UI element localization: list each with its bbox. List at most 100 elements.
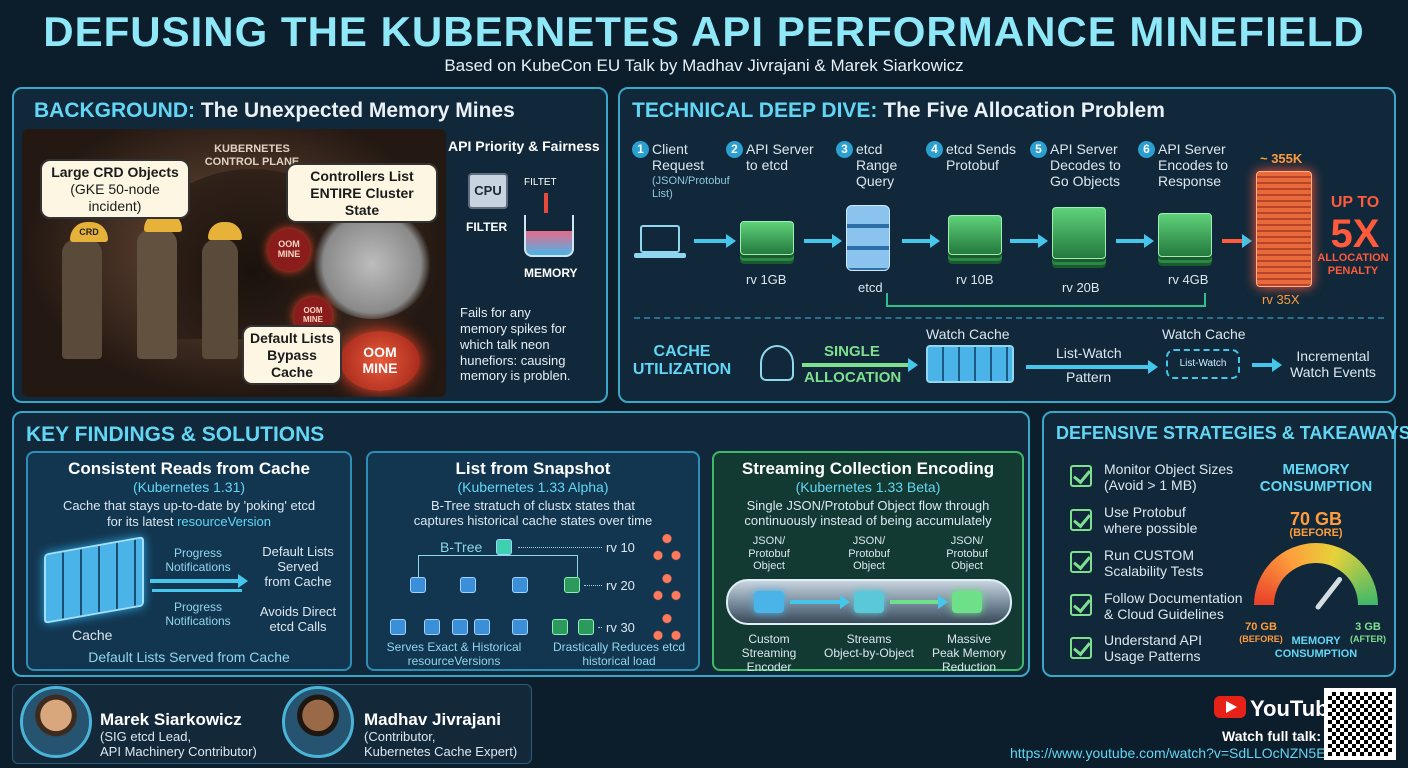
laptop-icon xyxy=(640,225,680,253)
card-version: (Kubernetes 1.31) xyxy=(132,479,246,495)
talk-url-link[interactable]: https://www.youtube.com/watch?v=SdLLOcNZ… xyxy=(1010,745,1326,761)
progress-arrow xyxy=(150,574,248,588)
allocation-label: ALLOCATION xyxy=(804,369,902,386)
cache-utilization-label: CACHE UTILIZATION xyxy=(632,343,732,379)
gauge-left-value: 70 GB(BEFORE) xyxy=(1239,621,1283,644)
rv-label-2: rv 10B xyxy=(956,272,994,287)
deep-dive-title: TECHNICAL DEEP DIVE: The Five Allocation… xyxy=(632,99,1165,122)
takeaway-item: Follow Documentation & Cloud Guidelines xyxy=(1104,590,1243,623)
background-title: BACKGROUND: The Unexpected Memory Mines xyxy=(34,99,515,122)
progress-arrow-back xyxy=(152,589,242,592)
flow-arrow xyxy=(804,234,842,248)
rv30-label: rv 30 xyxy=(606,620,635,635)
rv-label-3: rv 20B xyxy=(1062,280,1100,295)
speakers-bar xyxy=(12,684,532,764)
packet-icon xyxy=(952,591,982,613)
takeaway-item: Run CUSTOM Scalability Tests xyxy=(1104,547,1204,580)
gauge-right-value: 3 GB(AFTER) xyxy=(1350,621,1386,644)
card-version: (Kubernetes 1.33 Alpha) xyxy=(457,479,609,495)
tree-snapshot-icon xyxy=(652,573,682,601)
card-version: (Kubernetes 1.33 Beta) xyxy=(795,479,941,495)
user-icon xyxy=(760,345,794,381)
list-watch-label: List-Watch xyxy=(1056,345,1122,361)
cache-label: Cache xyxy=(72,627,113,643)
flow-arrow xyxy=(902,234,940,248)
right-footer: Drastically Reduces etcd historical load xyxy=(552,640,686,668)
oom-mine-icon: OOM MINE xyxy=(268,229,310,271)
card-consistent-reads: Consistent Reads from Cache (Kubernetes … xyxy=(26,451,352,671)
miner-figure-2 xyxy=(137,229,177,359)
helmet-icon: CRD xyxy=(70,222,108,242)
btree-leaf xyxy=(512,619,528,635)
card-title: Consistent Reads from Cache xyxy=(68,459,310,478)
money-stack-icon xyxy=(1158,213,1212,257)
return-line xyxy=(886,293,1206,307)
single-label: SINGLE xyxy=(824,343,880,360)
served-label: Default Lists Served from Cache xyxy=(262,544,334,589)
btree-leaf xyxy=(474,619,490,635)
tall-money-stack-icon xyxy=(1256,171,1312,287)
speaker-role: (SIG etcd Lead, API Machinery Contributo… xyxy=(100,729,257,759)
dotted-line xyxy=(518,547,602,548)
miner-figure-1 xyxy=(62,239,102,359)
check-icon xyxy=(1070,594,1092,616)
money-stack-icon xyxy=(948,215,1002,255)
card-title: Streaming Collection Encoding xyxy=(741,459,995,478)
penalty-bottom: ALLOCATION PENALTY xyxy=(1317,252,1389,277)
btree-label: B-Tree xyxy=(440,539,483,555)
step-1-note: (JSON/Protobuf List) xyxy=(652,175,730,200)
avoids-label: Avoids Direct etcd Calls xyxy=(259,604,337,634)
btree-node xyxy=(460,577,476,593)
btree-leaf xyxy=(578,619,594,635)
page-title: DEFUSING THE KUBERNETES API PERFORMANCE … xyxy=(43,8,1365,55)
gauge-label: MEMORY CONSUMPTION xyxy=(1274,635,1358,660)
packet-icon xyxy=(854,591,884,613)
cache-server-icon xyxy=(44,536,144,624)
card-list-snapshot: List from Snapshot (Kubernetes 1.33 Alph… xyxy=(366,451,700,671)
tree-snapshot-icon xyxy=(652,613,682,641)
speaker-name: Marek Siarkowicz xyxy=(100,710,242,729)
tree-snapshot-icon xyxy=(652,533,682,561)
penalty-top: UP TO xyxy=(1330,194,1380,211)
card-description-1: Cache that stays up-to-date by 'poking' … xyxy=(62,498,316,513)
defensive-panel: DEFENSIVE STRATEGIES & TAKEAWAYS Monitor… xyxy=(1042,411,1408,677)
peak-label: ~ 355K xyxy=(1260,151,1303,166)
mine-illustration: KUBERNETES CONTROL PLANE CRD OOM MINE OO… xyxy=(22,129,446,397)
object-label-2: JSON/ Protobuf Object xyxy=(848,535,890,573)
btree-leaf xyxy=(552,619,568,635)
qr-code-icon[interactable] xyxy=(1324,688,1396,760)
watch-cache-label-2: Watch Cache xyxy=(1162,326,1246,342)
cpu-icon: CPU xyxy=(468,173,508,209)
flow-arrow xyxy=(790,595,850,609)
stream-footer-2: Streams Object-by-Object xyxy=(823,632,915,660)
before-tag: (BEFORE) xyxy=(1289,527,1343,539)
btree-root-node xyxy=(496,539,512,555)
money-stack-icon xyxy=(740,221,794,255)
list-watch-arrow xyxy=(1026,360,1158,374)
btree-node xyxy=(410,577,426,593)
smoke-cloud xyxy=(312,209,432,319)
filtet-label: FILTET xyxy=(524,177,557,188)
divider xyxy=(634,317,1384,319)
flow-arrow xyxy=(694,234,736,248)
avatar xyxy=(282,686,354,758)
etcd-database-icon xyxy=(846,205,890,271)
btree-node xyxy=(564,577,580,593)
takeaway-item: Understand API Usage Patterns xyxy=(1104,632,1203,665)
helmet-icon xyxy=(208,222,242,240)
pattern-label: Pattern xyxy=(1066,369,1112,385)
btree-leaf xyxy=(424,619,440,635)
rv20-label: rv 20 xyxy=(606,578,635,593)
single-allocation-arrow xyxy=(802,358,918,372)
before-value: 70 GB xyxy=(1289,509,1343,529)
check-icon xyxy=(1070,509,1092,531)
takeaway-item: Monitor Object Sizes (Avoid > 1 MB) xyxy=(1104,461,1234,494)
btree-leaf xyxy=(390,619,406,635)
background-panel: BACKGROUND: The Unexpected Memory Mines … xyxy=(12,87,608,403)
qr-pattern xyxy=(1328,692,1392,756)
